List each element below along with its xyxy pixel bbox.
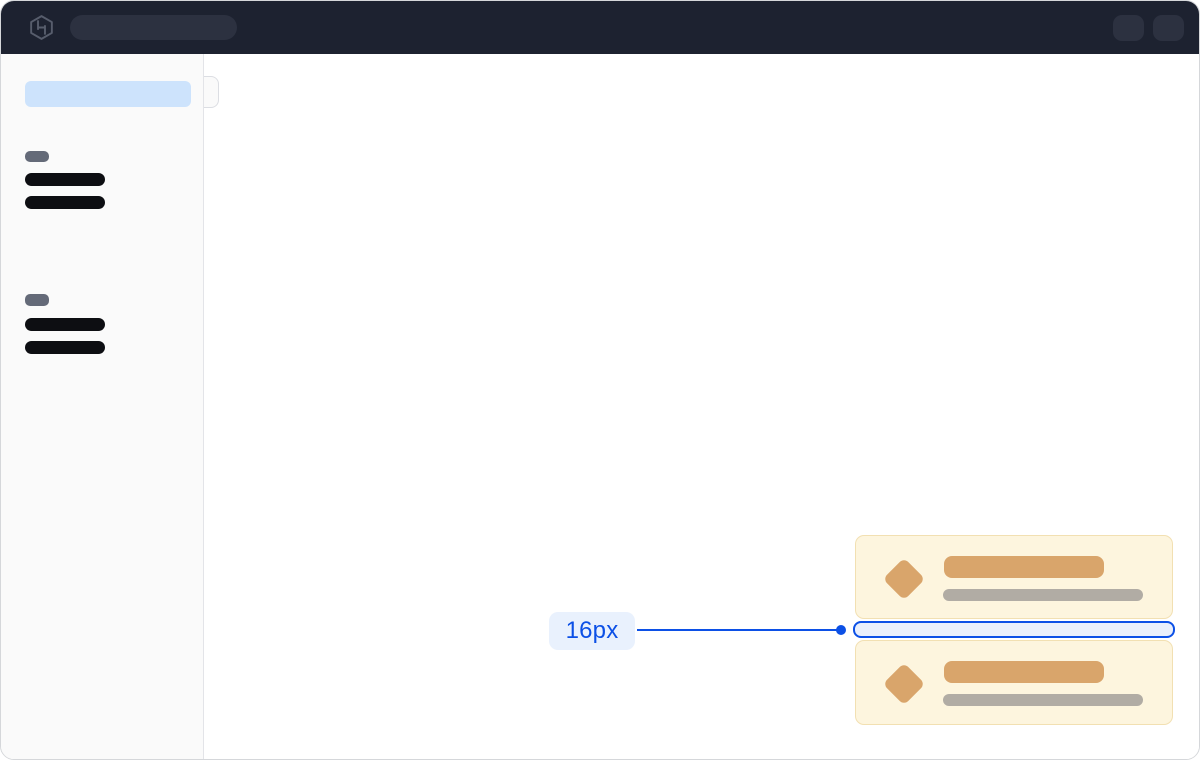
topbar-action-placeholder-2[interactable] — [1153, 15, 1184, 41]
card-subtitle-placeholder — [943, 694, 1143, 706]
sidebar-item-placeholder[interactable] — [25, 318, 105, 331]
measurement-line — [637, 629, 837, 631]
card-placeholder-2[interactable] — [855, 640, 1173, 725]
measurement-line-dot — [836, 625, 846, 635]
search-placeholder[interactable] — [70, 15, 237, 40]
topbar-action-placeholder-1[interactable] — [1113, 15, 1144, 41]
card-title-placeholder — [944, 556, 1104, 578]
sidebar-active-item-placeholder[interactable] — [25, 81, 191, 107]
diamond-icon — [882, 557, 926, 601]
spacing-gap-highlight — [853, 621, 1175, 638]
main-content: 16px — [204, 54, 1199, 759]
sidebar-item-placeholder[interactable] — [25, 173, 105, 186]
card-placeholder-1[interactable] — [855, 535, 1173, 619]
app-body: 16px — [1, 54, 1199, 759]
sidebar — [1, 54, 219, 759]
sidebar-section-label-placeholder — [25, 151, 49, 162]
topbar — [1, 1, 1199, 54]
diamond-icon — [882, 662, 926, 706]
sidebar-item-placeholder[interactable] — [25, 196, 105, 209]
sidebar-collapse-handle[interactable] — [204, 76, 219, 108]
sidebar-item-placeholder[interactable] — [25, 341, 105, 354]
card-title-placeholder — [944, 661, 1104, 683]
sidebar-section-label-placeholder — [25, 294, 49, 306]
measurement-label: 16px — [549, 612, 635, 650]
card-subtitle-placeholder — [943, 589, 1143, 601]
hashicorp-logo-icon — [30, 15, 53, 40]
